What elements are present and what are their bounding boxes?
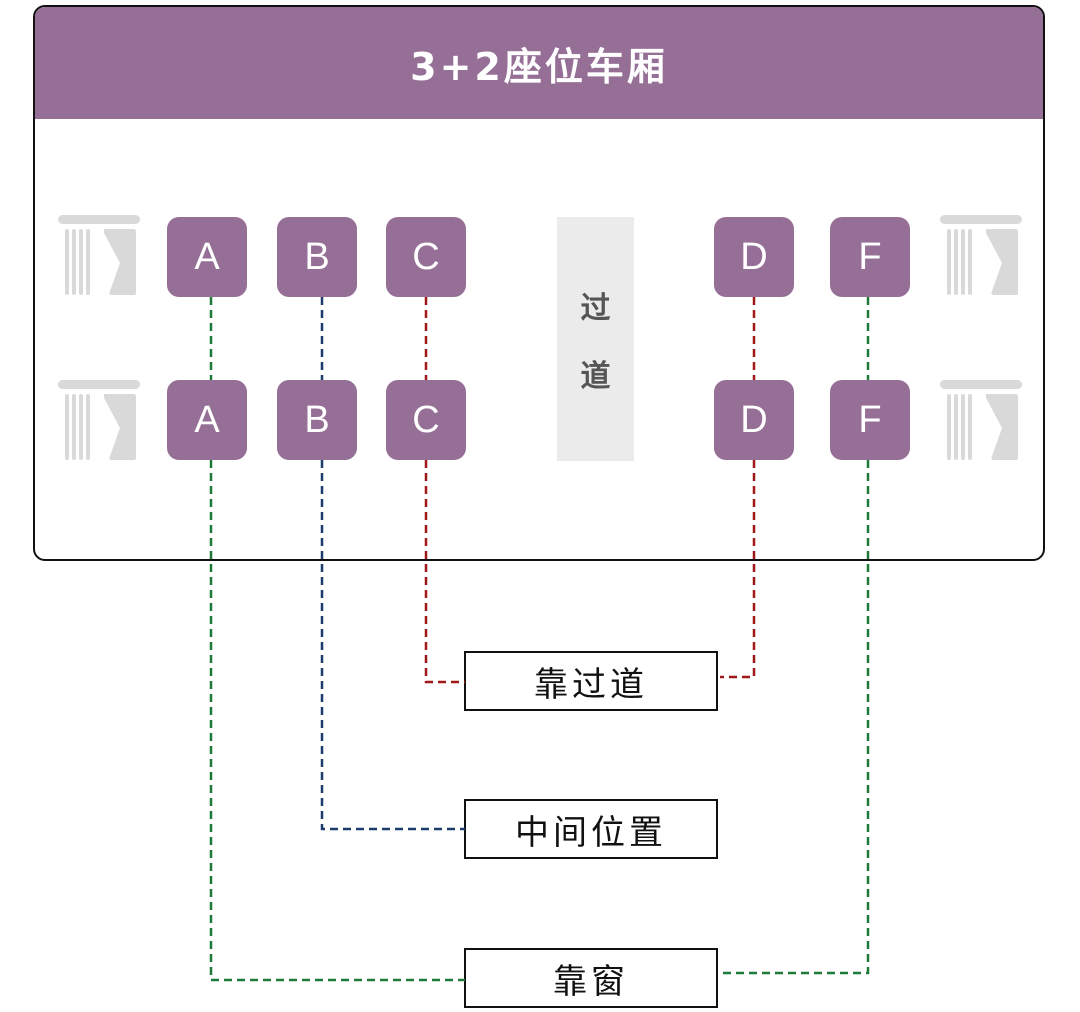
seat-back-b[interactable]: B: [277, 380, 357, 460]
seat-front-a[interactable]: A: [167, 217, 247, 297]
car-header: 3+2座位车厢: [35, 7, 1043, 119]
label-middle-seat: 中间位置: [464, 799, 718, 859]
seat-front-f[interactable]: F: [830, 217, 910, 297]
seat-back-f[interactable]: F: [830, 380, 910, 460]
window-curtain-icon: [58, 215, 140, 295]
seat-front-b[interactable]: B: [277, 217, 357, 297]
aisle-label-1: 过: [580, 291, 611, 326]
window-curtain-icon: [940, 215, 1022, 295]
car-title: 3+2座位车厢: [410, 44, 668, 89]
label-window-seat: 靠窗: [464, 948, 718, 1008]
aisle-label-2: 道: [580, 359, 611, 394]
seat-front-c[interactable]: C: [386, 217, 466, 297]
seat-front-d[interactable]: D: [714, 217, 794, 297]
seat-back-a[interactable]: A: [167, 380, 247, 460]
window-curtain-icon: [940, 380, 1022, 460]
seat-back-d[interactable]: D: [714, 380, 794, 460]
window-curtain-icon: [58, 380, 140, 460]
aisle: 过 道: [557, 217, 634, 461]
seat-back-c[interactable]: C: [386, 380, 466, 460]
label-aisle-seat: 靠过道: [464, 651, 718, 711]
